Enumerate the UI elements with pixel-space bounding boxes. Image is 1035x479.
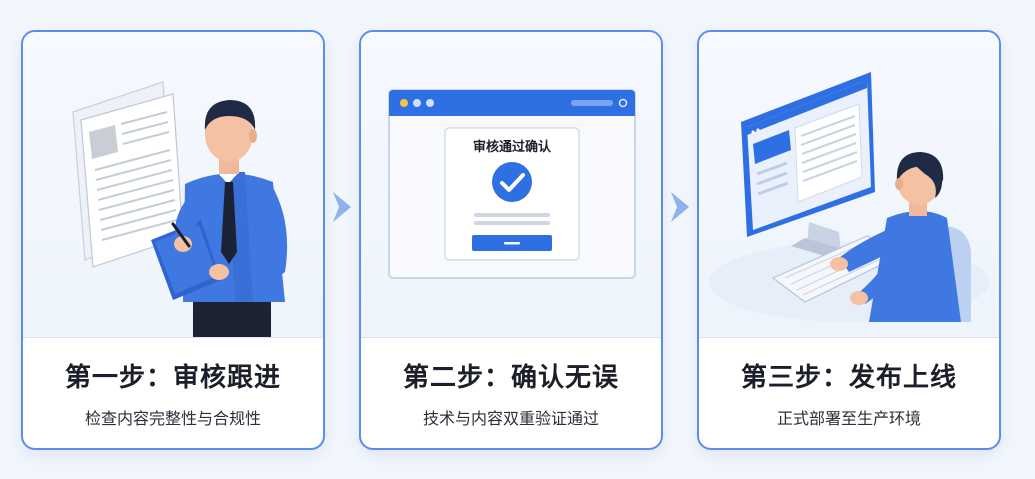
step-3-illustration [699,32,999,337]
chevron-right-icon [333,192,351,222]
step-2-title: 第二步：确认无误 [402,363,619,393]
step-card-2: 审核通过确认 第二步：确认无误 技术与内容双重验证通过 [359,30,663,450]
man-reviewing-document-illustration [72,81,288,337]
step-2-illustration: 审核通过确认 [361,32,661,337]
card-divider [699,337,999,338]
step-1-title: 第一步：审核跟进 [64,363,281,393]
step-3-title: 第三步：发布上线 [740,363,957,393]
step-1-subtitle: 检查内容完整性与合规性 [84,409,261,428]
dialog-heading: 审核通过确认 [472,140,551,155]
step-3-subtitle: 正式部署至生产环境 [776,409,921,428]
approval-confirmation-window-illustration [388,89,636,279]
step-card-3: 第三步：发布上线 正式部署至生产环境 [697,30,1001,450]
step-card-1: 第一步：审核跟进 检查内容完整性与合规性 [21,30,325,450]
chevron-right-icon [671,192,689,222]
card-divider [361,337,661,338]
step-2-subtitle: 技术与内容双重验证通过 [422,409,599,428]
step-1-illustration [23,32,323,337]
card-divider [23,337,323,338]
man-at-computer-deploying-illustration [709,72,989,322]
